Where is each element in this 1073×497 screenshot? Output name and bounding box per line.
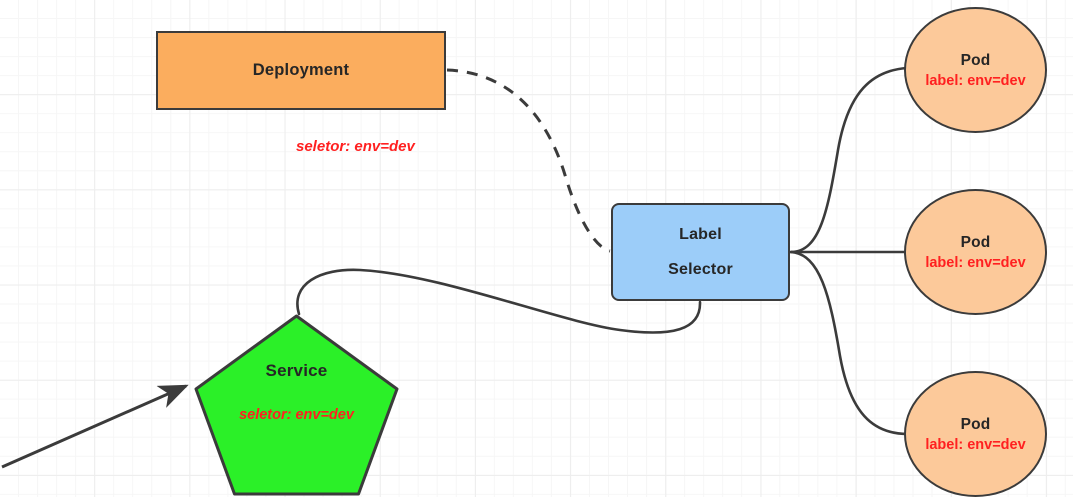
- pod-label: label: env=dev: [925, 254, 1026, 271]
- node-service[interactable]: Service seletor: env=dev: [193, 313, 400, 497]
- edge-external-to-service: [1, 384, 189, 469]
- node-pod-2[interactable]: Pod label: env=dev: [904, 189, 1047, 315]
- pod-title: Pod: [960, 415, 991, 433]
- node-deployment[interactable]: Deployment: [156, 31, 446, 110]
- node-pod-1[interactable]: Pod label: env=dev: [904, 7, 1047, 133]
- service-pentagon-shape: [194, 314, 399, 496]
- pod-title: Pod: [960, 233, 991, 251]
- service-title: Service: [265, 361, 328, 380]
- deployment-title: Deployment: [252, 61, 350, 79]
- pod-label: label: env=dev: [925, 436, 1026, 453]
- deployment-selector-label: seletor: env=dev: [296, 138, 415, 155]
- label-selector-title-line1: Label: [679, 225, 722, 243]
- edge-label-selector-to-pod-1: [789, 66, 910, 254]
- pod-label: label: env=dev: [925, 72, 1026, 89]
- edge-deployment-to-label-selector: [446, 68, 611, 253]
- service-selector-label: seletor: env=dev: [239, 407, 354, 423]
- node-label-selector[interactable]: Label Selector: [611, 203, 790, 301]
- node-pod-3[interactable]: Pod label: env=dev: [904, 371, 1047, 497]
- edge-label-selector-to-pod-3: [789, 250, 910, 436]
- label-selector-title-line2: Selector: [668, 260, 733, 278]
- pod-title: Pod: [960, 51, 991, 69]
